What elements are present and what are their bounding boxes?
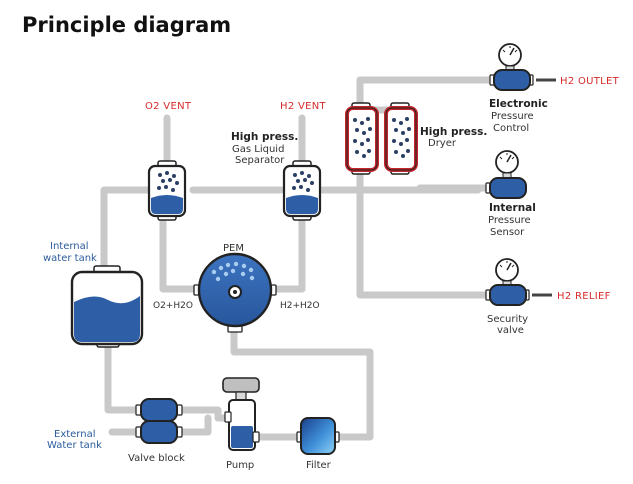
label-sv-line1: Security	[487, 314, 528, 325]
diagram-title: Principle diagram	[22, 13, 231, 37]
o2-separator	[147, 160, 187, 221]
security-valve	[485, 258, 552, 306]
label-h2-relief: H2 RELIEF	[557, 291, 611, 302]
label-ips-line1: Pressure	[488, 215, 531, 226]
label-epc-line2: Control	[493, 123, 529, 134]
label-valve-block: Valve block	[128, 453, 185, 464]
label-separator-line2: Separator	[235, 155, 285, 166]
label-o2-vent: O2 VENT	[145, 101, 192, 112]
internal-pressure-sensor	[485, 150, 527, 199]
internal-water-tank	[70, 265, 144, 348]
label-epc-line1: Pressure	[491, 111, 534, 122]
label-pem: PEM	[223, 243, 244, 254]
label-external-tank-line1: External	[54, 429, 96, 440]
dryer-left	[345, 102, 379, 175]
pem-stack	[193, 252, 277, 333]
label-sv-line2: valve	[497, 325, 524, 336]
filter	[296, 417, 340, 455]
label-external-tank-line2: Water tank	[47, 440, 102, 451]
pipe-network	[100, 76, 498, 441]
label-ips-line2: Sensor	[490, 227, 525, 238]
label-internal-tank-line2: water tank	[43, 253, 97, 264]
pump	[222, 377, 260, 451]
label-separator-line1: Gas Liquid	[232, 144, 284, 155]
label-h2-outlet: H2 OUTLET	[560, 76, 620, 87]
label-internal-tank-line1: Internal	[50, 241, 89, 252]
label-h2-h2o: H2+H2O	[280, 301, 320, 311]
h2-separator	[282, 160, 322, 221]
label-separator-bold: High press.	[231, 131, 298, 143]
label-filter: Filter	[306, 460, 332, 471]
valve-block	[135, 398, 183, 444]
label-o2-h2o: O2+H2O	[153, 301, 193, 311]
label-dryer-bold: High press.	[420, 126, 487, 138]
label-h2-vent: H2 VENT	[280, 101, 327, 112]
label-ips-bold: Internal	[489, 202, 536, 214]
label-epc-bold: Electronic	[489, 98, 548, 110]
dryer-right	[384, 102, 418, 175]
label-dryer-line1: Dryer	[428, 138, 457, 149]
electronic-pressure-control	[489, 43, 556, 91]
label-pump: Pump	[226, 460, 254, 471]
